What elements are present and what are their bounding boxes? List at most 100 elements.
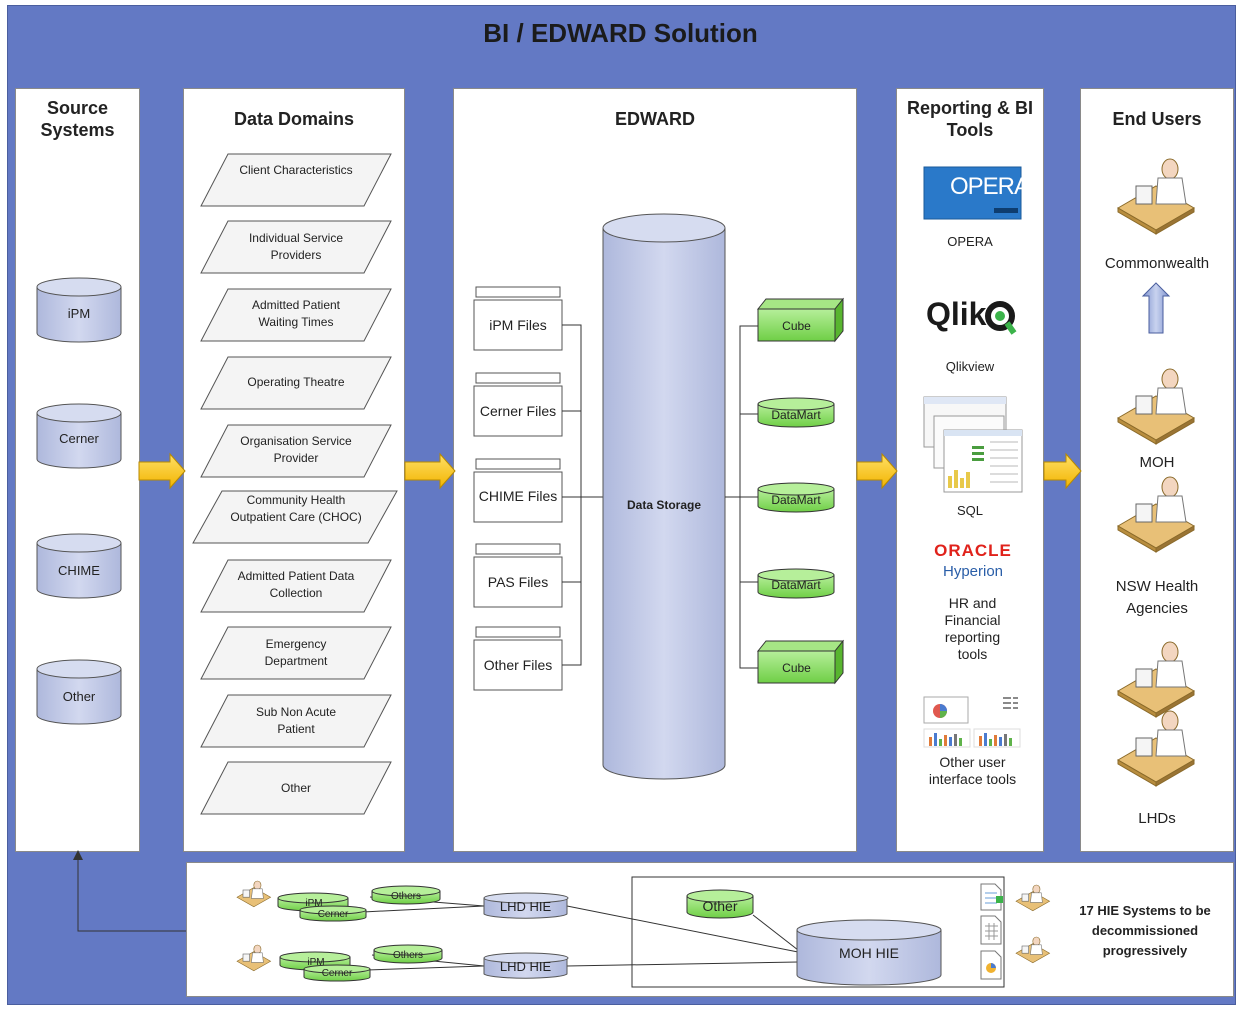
hie-user-icon-2	[236, 944, 272, 972]
domain-label-10: Other	[280, 781, 311, 795]
datamart-shape-3	[757, 568, 835, 599]
hie-others-cylinder-2	[373, 944, 443, 964]
spreadsheet-icon	[980, 915, 1002, 945]
domain-label-6: Community Health Outpatient Care (CHOC)	[230, 493, 362, 524]
source-cylinder-ipm	[36, 277, 122, 343]
qlik-logo	[985, 301, 1017, 335]
domain-label-7: Admitted Patient Data Collection	[237, 569, 355, 600]
sql-label: SQL	[956, 503, 983, 518]
end-users-heading: End Users	[1112, 109, 1202, 129]
output-connectors	[725, 325, 758, 669]
domain-shape-5	[200, 424, 392, 478]
source-cylinder-cerner	[36, 403, 122, 469]
end-user-figure-agencies	[1117, 476, 1195, 553]
source-cylinder-chime	[36, 533, 122, 599]
moh-hie-label: MOH HIE	[839, 945, 899, 961]
datamart-shape-2	[757, 482, 835, 513]
source-systems-heading: Source Systems	[40, 98, 115, 140]
end-user-figure-lhd-2	[1117, 710, 1195, 787]
lhd-hie-label-1: LHD HIE	[499, 899, 552, 914]
file-box-ipm	[473, 286, 563, 351]
file-box-other	[473, 626, 563, 691]
output-label-cube-2: Cube	[782, 661, 811, 675]
domain-shape-10	[200, 761, 392, 815]
hie-others-cylinder-1	[371, 885, 441, 905]
hyperion-logo-text: Hyperion	[942, 563, 1004, 580]
diagram-title: BI / EDWARD Solution	[483, 18, 758, 48]
flow-arrow-2	[404, 452, 456, 490]
end-user-figure-moh	[1117, 368, 1195, 445]
lhd-hie-cylinder-2	[483, 952, 569, 979]
flow-arrow-1	[138, 452, 186, 490]
output-label-datamart-2: DataMart	[771, 493, 821, 507]
hie-other-cylinder	[686, 889, 754, 919]
opera-logo-text: OPERA	[950, 173, 1030, 200]
file-box-chime	[473, 458, 563, 523]
other-tools-label: Other user interface tools	[928, 754, 1017, 787]
other-tools-icon	[923, 696, 1021, 748]
source-label-chime: CHIME	[58, 563, 100, 578]
flow-arrow-4	[1043, 452, 1082, 490]
hr-financial-label: HR and Financial reporting tools	[944, 595, 1001, 662]
file-label-pas: PAS Files	[487, 574, 549, 590]
source-label-cerner: Cerner	[59, 431, 99, 446]
domain-label-1: Client Characteristics	[239, 163, 353, 177]
hie-ipm-label-1: iPM	[305, 898, 323, 909]
file-box-cerner	[473, 372, 563, 437]
domain-label-8: Emergency Department	[264, 637, 328, 668]
up-arrow-icon	[1141, 282, 1171, 334]
file-label-ipm: iPM Files	[489, 317, 547, 333]
domain-shape-6	[192, 490, 398, 544]
domain-shape-9	[200, 694, 392, 748]
output-label-datamart-1: DataMart	[771, 408, 821, 422]
lhd-hie-label-2: LHD HIE	[499, 959, 552, 974]
file-connectors	[562, 324, 603, 666]
feedback-connector	[77, 856, 186, 932]
edward-heading: EDWARD	[615, 109, 695, 129]
data-domains-heading: Data Domains	[233, 109, 355, 129]
qlikview-label: Qlikview	[945, 359, 995, 374]
domain-label-2: Individual Service Providers	[248, 231, 344, 262]
hie-cerner-label-1: Cerner	[317, 909, 349, 920]
moh-hie-cylinder	[796, 919, 942, 986]
file-label-cerner: Cerner Files	[479, 403, 557, 419]
hie-user-icon-1	[236, 880, 272, 908]
end-user-label-moh: MOH	[1139, 454, 1175, 471]
domain-label-4: Operating Theatre	[247, 375, 345, 389]
domain-shape-4	[200, 356, 392, 410]
source-cylinder-other	[36, 659, 122, 725]
source-label-ipm: iPM	[67, 306, 91, 321]
output-label-datamart-3: DataMart	[771, 578, 821, 592]
opera-logo	[923, 166, 1022, 220]
cube-shape-2	[756, 639, 845, 685]
report-icon	[980, 950, 1002, 980]
lhd-hie-cylinder-1	[483, 892, 569, 919]
datamart-shape-1	[757, 397, 835, 428]
end-user-label-lhds: LHDs	[1138, 810, 1176, 827]
sql-screenshot-icon	[923, 396, 1023, 493]
hie-ipm-label-2: iPM	[307, 957, 325, 968]
data-storage-cylinder	[602, 213, 726, 780]
hie-cerner-cylinder-2	[303, 964, 371, 982]
file-box-pas	[473, 543, 563, 608]
end-user-figure-commonwealth	[1117, 158, 1195, 235]
domain-label-5: Organisation Service Provider	[240, 434, 352, 465]
hie-cerner-label-2: Cerner	[321, 968, 353, 979]
opera-label: OPERA	[947, 234, 993, 249]
end-user-label-agencies: NSW Health Agencies	[1115, 578, 1199, 617]
end-user-label-commonwealth: Commonwealth	[1104, 255, 1210, 272]
hie-others-label-1: Others	[390, 891, 421, 902]
end-user-figure-lhd-1	[1117, 641, 1195, 718]
hie-user-icon-4	[1015, 936, 1051, 964]
domain-label-3: Admitted Patient Waiting Times	[251, 298, 341, 329]
domain-shape-8	[200, 626, 392, 680]
cube-shape-1	[756, 297, 845, 343]
file-label-chime: CHIME Files	[478, 488, 558, 504]
hie-cerner-cylinder-1	[299, 905, 367, 922]
domain-label-9: Sub Non Acute Patient	[255, 705, 337, 736]
file-label-other: Other Files	[483, 657, 553, 673]
source-label-other: Other	[62, 689, 96, 704]
hie-user-icon-3	[1015, 884, 1051, 912]
